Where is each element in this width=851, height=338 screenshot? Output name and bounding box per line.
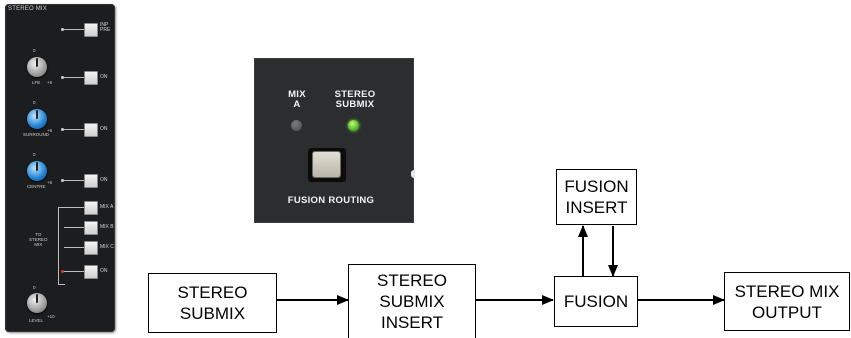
fusion-insert-box: FUSION INSERT bbox=[556, 169, 637, 225]
stereo-mix-output-box: STEREO MIX OUTPUT bbox=[724, 272, 850, 331]
stereo-submix-insert-box: STEREO SUBMIX INSERT bbox=[348, 264, 476, 338]
stereo-submix-box: STEREO SUBMIX bbox=[148, 273, 277, 333]
fusion-box: FUSION bbox=[554, 276, 638, 327]
